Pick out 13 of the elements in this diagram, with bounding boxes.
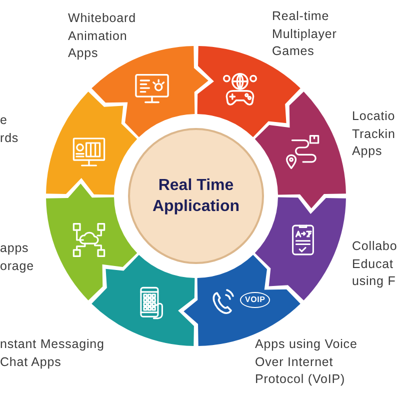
segment-label: e rds: [0, 112, 19, 146]
hub-circle: Real Time Application: [128, 128, 264, 264]
segment-label: Real-time Multiplayer Games: [272, 8, 337, 60]
segment-label: nstant Messaging Chat Apps: [0, 336, 104, 371]
ring-segment: [46, 184, 138, 300]
segment-label: apps orage: [0, 240, 34, 275]
segment-label: Locatio Trackin Apps: [352, 108, 396, 160]
segment-label: Whiteboard Animation Apps: [68, 10, 136, 62]
segment-label: Apps using Voice Over Internet Protocol (VoIP): [255, 336, 358, 388]
ring-segment: [254, 92, 346, 208]
voip-label: VOIP: [240, 292, 270, 308]
ring-segment: [46, 92, 138, 195]
segment-label: Collabo Educat using F: [352, 238, 398, 290]
